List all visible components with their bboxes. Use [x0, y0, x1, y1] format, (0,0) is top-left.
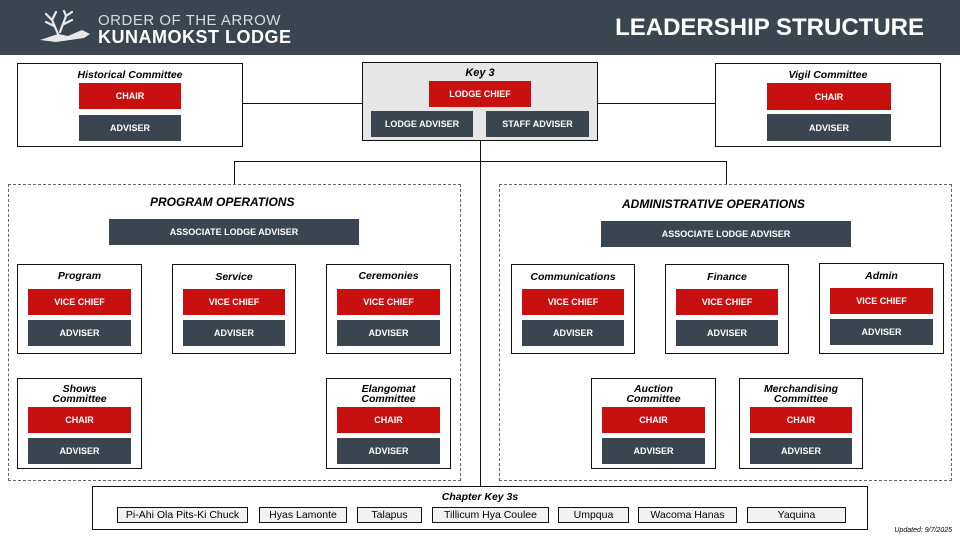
finance-box: Finance VICE CHIEF ADVISER	[665, 264, 789, 354]
chapter-item: Pi-Ahi Ola Pits-Ki Chuck	[117, 507, 248, 523]
finance-label: Finance	[707, 271, 747, 283]
program-vice-chief: VICE CHIEF	[28, 289, 131, 315]
header-bar: ORDER OF THE ARROW KUNAMOKST LODGE LEADE…	[0, 0, 960, 55]
page-title: LEADERSHIP STRUCTURE	[615, 14, 924, 41]
shows-adviser: ADVISER	[28, 438, 131, 464]
key3-box: Key 3 LODGE CHIEF LODGE ADVISER STAFF AD…	[362, 62, 598, 141]
connector-line	[234, 161, 727, 162]
shows-chair: CHAIR	[28, 407, 131, 433]
chapter-key3s-label: Chapter Key 3s	[441, 491, 519, 503]
logo-org-name: ORDER OF THE ARROW	[98, 12, 281, 29]
merchandising-adviser: ADVISER	[750, 438, 852, 464]
ceremonies-adviser: ADVISER	[337, 320, 440, 346]
connector-line	[597, 103, 715, 104]
vigil-adviser: ADVISER	[767, 114, 891, 141]
service-vice-chief: VICE CHIEF	[183, 289, 285, 315]
auction-committee-label-line2: Committee	[626, 393, 681, 405]
merchandising-committee-label-line1: Merchandising	[763, 383, 839, 395]
key3-label: Key 3	[465, 67, 495, 79]
auction-committee-label-line1: Auction	[633, 383, 674, 395]
chapter-item: Yaquina	[747, 507, 846, 523]
historical-committee-box: Historical Committee CHAIR ADVISER	[17, 63, 243, 147]
elangomat-adviser: ADVISER	[337, 438, 440, 464]
communications-box: Communications VICE CHIEF ADVISER	[511, 264, 635, 354]
historical-chair: CHAIR	[79, 83, 181, 109]
chapter-item: Tillicum Hya Coulee	[432, 507, 549, 523]
shows-committee-label-line1: Shows	[62, 383, 97, 395]
program-label: Program	[57, 270, 102, 282]
program-operations-title: PROGRAM OPERATIONS	[150, 195, 295, 209]
merchandising-chair: CHAIR	[750, 407, 852, 433]
shows-committee-label-line2: Committee	[52, 393, 107, 405]
lodge-adviser: LODGE ADVISER	[371, 111, 473, 137]
program-adviser: ADVISER	[28, 320, 131, 346]
chapter-item: Wacoma Hanas	[638, 507, 737, 523]
ceremonies-label: Ceremonies	[358, 270, 419, 282]
historical-adviser: ADVISER	[79, 115, 181, 141]
updated-date: Updated: 9/7/2025	[894, 527, 952, 534]
connector-line	[242, 103, 362, 104]
staff-adviser: STAFF ADVISER	[486, 111, 589, 137]
vigil-committee-label: Vigil Committee	[788, 69, 868, 81]
connector-line	[234, 161, 235, 185]
service-adviser: ADVISER	[183, 320, 285, 346]
merchandising-committee-label-line2: Committee	[773, 393, 829, 405]
program-associate-adviser: ASSOCIATE LODGE ADVISER	[109, 219, 359, 245]
communications-vice-chief: VICE CHIEF	[522, 289, 624, 315]
service-box: Service VICE CHIEF ADVISER	[172, 264, 296, 354]
finance-vice-chief: VICE CHIEF	[676, 289, 778, 315]
communications-label: Communications	[530, 271, 616, 283]
elangomat-committee-box: Elangomat Committee CHAIR ADVISER	[326, 378, 451, 469]
merchandising-committee-box: Merchandising Committee CHAIR ADVISER	[739, 378, 863, 469]
ceremonies-vice-chief: VICE CHIEF	[337, 289, 440, 315]
elangomat-committee-label-line2: Committee	[361, 393, 416, 405]
auction-committee-box: Auction Committee CHAIR ADVISER	[591, 378, 716, 469]
service-label: Service	[215, 271, 253, 283]
connector-line	[726, 161, 727, 185]
program-box: Program VICE CHIEF ADVISER	[17, 264, 142, 354]
logo-lodge-name: KUNAMOKST LODGE	[98, 27, 292, 47]
administrative-operations-title: ADMINISTRATIVE OPERATIONS	[622, 197, 805, 211]
ceremonies-box: Ceremonies VICE CHIEF ADVISER	[326, 264, 451, 354]
admin-adviser: ADVISER	[830, 319, 933, 345]
admin-associate-adviser: ASSOCIATE LODGE ADVISER	[601, 221, 851, 247]
chapter-item: Hyas Lamonte	[259, 507, 347, 523]
lodge-chief: LODGE CHIEF	[429, 81, 531, 107]
vigil-chair: CHAIR	[767, 83, 891, 110]
vigil-committee-box: Vigil Committee CHAIR ADVISER	[715, 63, 941, 147]
historical-committee-label: Historical Committee	[77, 69, 183, 81]
finance-adviser: ADVISER	[676, 320, 778, 346]
chapter-item: Umpqua	[558, 507, 629, 523]
auction-chair: CHAIR	[602, 407, 705, 433]
admin-box: Admin VICE CHIEF ADVISER	[819, 263, 944, 354]
elangomat-chair: CHAIR	[337, 407, 440, 433]
elk-antler-icon	[40, 10, 90, 42]
auction-adviser: ADVISER	[602, 438, 705, 464]
shows-committee-box: Shows Committee CHAIR ADVISER	[17, 378, 142, 469]
lodge-logo: ORDER OF THE ARROW KUNAMOKST LODGE	[38, 10, 298, 47]
admin-label: Admin	[865, 270, 898, 282]
elangomat-committee-label-line1: Elangomat	[361, 383, 416, 395]
chapter-item: Talapus	[357, 507, 422, 523]
connector-line	[480, 140, 481, 486]
admin-vice-chief: VICE CHIEF	[830, 288, 933, 314]
communications-adviser: ADVISER	[522, 320, 624, 346]
